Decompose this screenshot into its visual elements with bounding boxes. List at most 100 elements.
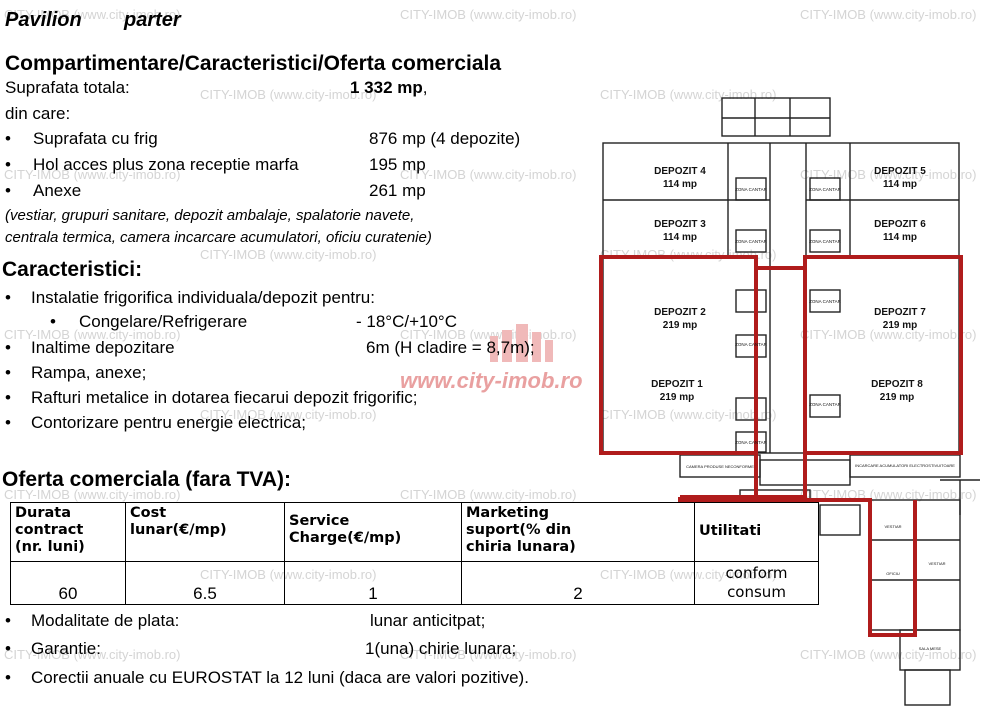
utilities-line: consum [727, 583, 786, 601]
city-imob-logo-icon [490, 324, 553, 362]
watermark: CITY-IMOB (www.city-imob.ro) [400, 7, 577, 22]
room-label: OFICIU [886, 571, 900, 576]
title-pavilion: Pavilion [5, 9, 82, 31]
depot-1-name: DEPOZIT 1 [651, 379, 703, 390]
watermark: CITY-IMOB (www.city-imob.ro) [200, 247, 377, 262]
bullet-icon: • [5, 639, 11, 658]
depot-6-area: 114 mp [883, 232, 917, 243]
room-label: VESTIAR [884, 524, 901, 529]
total-surface-number: 1 332 mp [350, 78, 423, 97]
depot-8-area: 219 mp [880, 392, 914, 403]
guarantee-label: Garantie: [31, 639, 101, 658]
bullet-icon: • [5, 363, 11, 382]
scale-zone-label: ZONA CANTAR [735, 440, 767, 445]
surface-item-label: Suprafata cu frig [33, 129, 158, 148]
total-surface-comma: , [422, 78, 428, 97]
value-cost: 6.5 [125, 561, 285, 605]
correction-text: Corectii anuale cu EUROSTAT la 12 luni (… [31, 668, 529, 687]
header-line: Charge(€/mp) [289, 530, 402, 546]
utilities-line: conform [725, 564, 788, 582]
watermark: CITY-IMOB (www.city-imob.ro) [800, 7, 977, 22]
feature-item-value: 6m (H cladire = 8,7m); [366, 338, 535, 357]
watermark: CITY-IMOB (www.city-imob.ro) [200, 407, 377, 422]
header-line: Durata [15, 505, 72, 521]
feature-sub-label: Congelare/Refrigerare [79, 312, 248, 331]
scale-zone-label: ZONA CANTAR [735, 187, 767, 192]
of-which-label: din care: [5, 104, 71, 123]
watermark: CITY-IMOB (www.city-imob.ro) [200, 87, 377, 102]
surface-item-value: 876 mp (4 depozite) [369, 129, 521, 148]
bullet-icon: • [5, 338, 11, 357]
feature-item: Inaltime depozitare [31, 338, 175, 357]
depot-2-area: 219 mp [663, 320, 697, 331]
features-heading: Caracteristici: [2, 258, 143, 281]
bullet-icon: • [5, 611, 11, 630]
annex-note: centrala termica, camera incarcare acumu… [5, 229, 432, 246]
bullet-icon: • [5, 288, 11, 307]
depot-3-area: 114 mp [663, 232, 697, 243]
bullet-icon: • [5, 388, 11, 407]
header-utilities: Utilitati [694, 502, 819, 562]
header-line: Cost [130, 505, 167, 521]
feature-item: Contorizare pentru energie electrica; [31, 413, 306, 432]
depot-5-name: DEPOZIT 5 [874, 166, 926, 177]
surface-item-value: 261 mp [369, 181, 426, 200]
bullet-icon: • [5, 413, 11, 432]
room-label: INCARCARE ACUMULATORI ELECTROSTIVUITOARE [855, 463, 955, 468]
bullet-icon: • [5, 129, 11, 148]
header-line: Service [289, 513, 350, 529]
section-heading: Compartimentare/Caracteristici/Oferta co… [5, 52, 502, 75]
depot-4-area: 114 mp [663, 179, 697, 190]
watermark: CITY-IMOB (www.city-imob.ro) [4, 327, 181, 342]
total-surface-label: Suprafata totala: [5, 78, 130, 97]
header-line: chiria lunara) [466, 539, 576, 555]
depot-2-name: DEPOZIT 2 [654, 307, 706, 318]
feature-item: Instalatie frigorifica individuala/depoz… [31, 288, 375, 307]
bullet-icon: • [50, 312, 56, 331]
depot-3-name: DEPOZIT 3 [654, 219, 706, 230]
watermark: CITY-IMOB (www.city-imob.ro) [4, 647, 181, 662]
depot-5-area: 114 mp [883, 179, 917, 190]
bullet-icon: • [5, 668, 11, 687]
depot-7-area: 219 mp [883, 320, 917, 331]
feature-sub-value: - 18°C/+10°C [356, 312, 458, 331]
watermark: CITY-IMOB (www.city-imob.ro) [400, 647, 577, 662]
depot-4-name: DEPOZIT 4 [654, 166, 706, 177]
bullet-icon: • [5, 181, 11, 200]
watermark: CITY-IMOB (www.city-imob.ro) [400, 487, 577, 502]
watermark: CITY-IMOB (www.city-imob.ro) [400, 167, 577, 182]
watermark: CITY-IMOB (www.city-imob.ro) [800, 167, 977, 182]
scale-zone-label: ZONA CANTAR [809, 187, 841, 192]
value-marketing: 2 [461, 561, 695, 605]
header-line: Marketing [466, 505, 550, 521]
payment-label: Modalitate de plata: [31, 611, 180, 630]
watermark: CITY-IMOB (www.city-imob.ro) [800, 327, 977, 342]
header-line: (nr. luni) [15, 539, 85, 555]
depot-1-area: 219 mp [660, 392, 694, 403]
watermark: CITY-IMOB (www.city-imob.ro) [4, 167, 181, 182]
bullet-icon: • [5, 155, 11, 174]
surface-item-label: Anexe [33, 181, 82, 200]
title-floor: parter [124, 9, 181, 31]
guarantee-value: 1(una) chirie lunara; [365, 639, 517, 658]
scale-zone-label: ZONA CANTAR [809, 239, 841, 244]
value-duration: 60 [10, 561, 126, 605]
room-label: SALA MESE [919, 646, 942, 651]
payment-value: lunar anticitpat; [370, 611, 486, 630]
offer-heading: Oferta comerciala (fara TVA): [2, 468, 292, 491]
room-label: VESTIAR [928, 561, 945, 566]
scale-zone-label: ZONA CANTAR [735, 342, 767, 347]
watermark: CITY-IMOB (www.city-imob.ro) [4, 487, 181, 502]
scale-zone-label: ZONA CANTAR [735, 239, 767, 244]
scale-zone-label: ZONA CANTAR [809, 299, 841, 304]
header-line: Utilitati [699, 523, 762, 539]
room-label: CAMERA PRODUSE NECONFORME [686, 464, 754, 469]
watermark: CITY-IMOB (www.city-imob.ro) [800, 647, 977, 662]
total-surface-value: 1 332 mp, [350, 78, 428, 98]
